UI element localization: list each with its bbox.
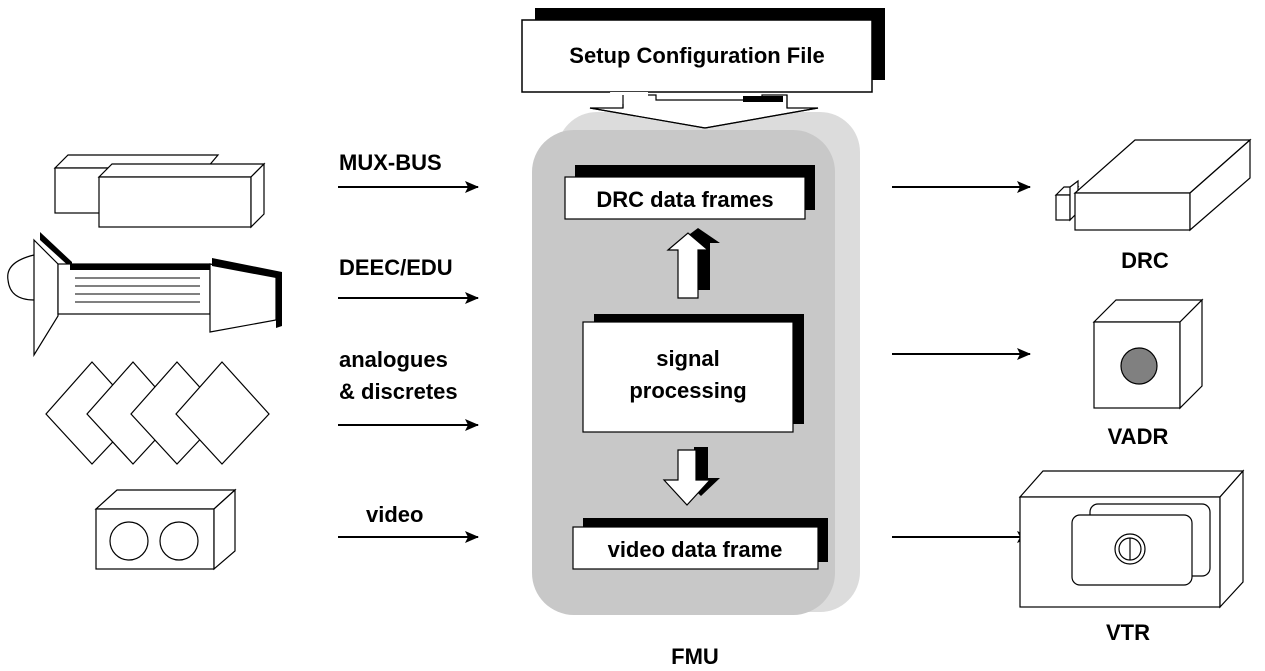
deec-edu-label: DEEC/EDU	[339, 255, 453, 280]
video-label: video	[366, 502, 423, 527]
video-frame-label: video data frame	[608, 537, 783, 562]
signal-processing-box: signal processing	[582, 314, 804, 433]
fmu-label: FMU	[671, 644, 719, 669]
drc-recorder-icon	[1054, 138, 1252, 232]
setup-config-file-box: Setup Configuration File	[521, 8, 885, 93]
vadr-label: VADR	[1108, 424, 1169, 449]
up-arrow	[666, 228, 720, 299]
setup-config-file-label: Setup Configuration File	[569, 43, 824, 68]
discretes-label: & discretes	[339, 379, 458, 404]
vtr-label: VTR	[1106, 620, 1150, 645]
mux-bus-label: MUX-BUS	[339, 150, 442, 175]
drc-label: DRC	[1121, 248, 1169, 273]
video-camera-icon	[94, 488, 237, 571]
drc-frames-box: DRC data frames	[564, 165, 815, 220]
drc-frames-label: DRC data frames	[596, 187, 773, 212]
down-arrow	[662, 447, 720, 506]
processing-label: processing	[629, 378, 746, 403]
analog-discrete-diamonds-icon	[45, 361, 270, 465]
engine-icon	[7, 232, 282, 358]
mux-bus-boxes-icon	[53, 154, 266, 229]
config-input-arrow	[589, 92, 819, 129]
analogues-label: analogues	[339, 347, 448, 372]
vtr-recorder-icon	[1018, 469, 1245, 609]
signal-label: signal	[656, 346, 720, 371]
video-frame-box: video data frame	[572, 518, 828, 570]
vadr-recorder-icon	[1092, 298, 1204, 410]
